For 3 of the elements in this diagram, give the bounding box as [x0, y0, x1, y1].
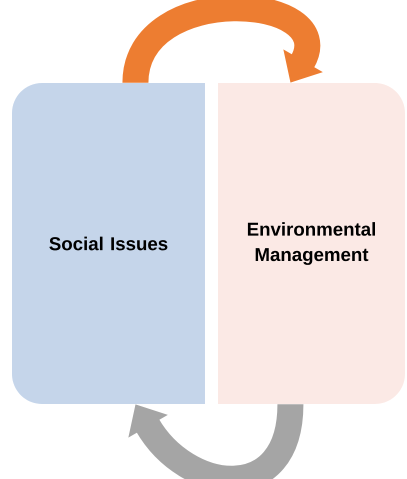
process-box: Social Issues	[12, 83, 205, 404]
curved-arrow	[122, 0, 323, 85]
process-box: Environmental Management	[218, 83, 405, 404]
